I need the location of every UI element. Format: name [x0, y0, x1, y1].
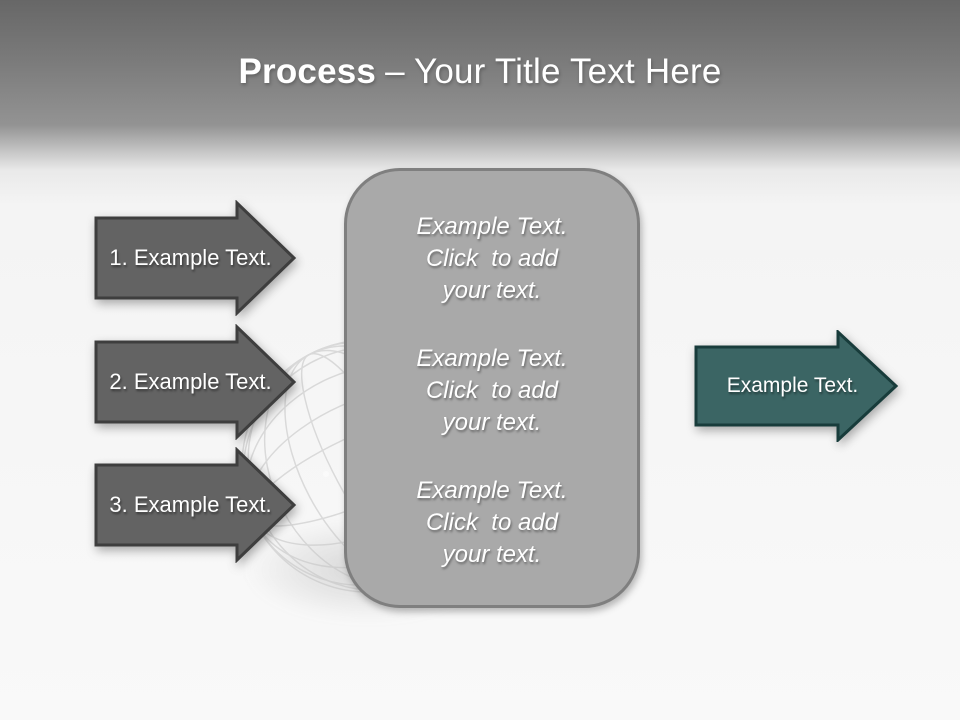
step-arrow-1-label: 1. Example Text. [109, 245, 272, 270]
output-arrow: Example Text. [694, 330, 899, 442]
slide-header: Process– Your Title Text Here [0, 0, 960, 130]
step-arrow-3-label: 3. Example Text. [109, 492, 272, 517]
arrow-shape [694, 330, 899, 442]
panel-text-line: Click to add [425, 509, 559, 536]
title-subtitle: – Your Title Text Here [385, 52, 722, 91]
center-panel: Example Text. Click to add your text. Ex… [344, 168, 640, 608]
arrow-shape [94, 447, 297, 563]
panel-text-line: Example Text. [416, 345, 568, 372]
panel-text-block-3: Example Text. Click to add your text. [416, 475, 567, 571]
panel-text-line: your text. [442, 409, 542, 436]
panel-text-block-1: Example Text. Click to add your text. [416, 211, 567, 307]
step-arrow-2-label: 2. Example Text. [109, 369, 272, 394]
step-arrow-3: 3. Example Text. [94, 447, 299, 563]
panel-text-line: Click to add [425, 245, 559, 272]
step-arrow-2: 2. Example Text. [94, 324, 299, 440]
panel-text-line: your text. [442, 541, 542, 568]
arrow-shape [94, 324, 297, 440]
panel-text-line: Example Text. [416, 477, 568, 504]
step-arrow-1: 1. Example Text. [94, 200, 299, 316]
title-keyword: Process [238, 52, 377, 91]
panel-text-block-2: Example Text. Click to add your text. [416, 343, 567, 439]
arrow-shape [94, 200, 297, 316]
output-arrow-label: Example Text. [726, 374, 859, 397]
page-title: Process– Your Title Text Here [238, 52, 721, 92]
panel-text-line: Click to add [425, 377, 559, 404]
panel-text-line: your text. [442, 277, 542, 304]
panel-text-line: Example Text. [416, 213, 568, 240]
